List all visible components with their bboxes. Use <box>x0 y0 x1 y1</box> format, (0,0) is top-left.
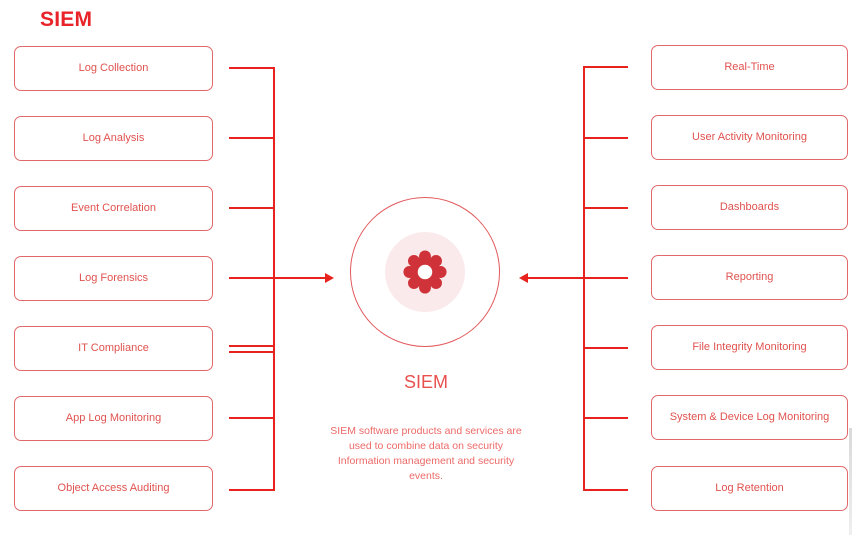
node-label: User Activity Monitoring <box>692 130 807 143</box>
right-connector-stub-2 <box>583 137 628 139</box>
left-arrow-line <box>274 277 327 279</box>
node-box-object-access-auditing[interactable]: Object Access Auditing <box>14 466 213 511</box>
right-arrow-head-icon <box>519 273 528 283</box>
node-box-it-compliance[interactable]: IT Compliance <box>14 326 213 371</box>
node-label: Log Forensics <box>78 271 149 284</box>
right-connector-stub-7 <box>583 489 628 491</box>
node-label: IT Compliance <box>78 341 149 354</box>
node-label: System & Device Log Monitoring <box>669 410 830 423</box>
left-connector-stub-6 <box>229 351 275 353</box>
left-connector-stub-2 <box>229 137 275 139</box>
left-connector-stub-3 <box>229 207 275 209</box>
left-connector-stub-7 <box>229 417 275 419</box>
scrollbar-edge[interactable] <box>849 428 852 535</box>
right-connector-stub-6 <box>583 417 628 419</box>
node-label: Event Correlation <box>71 201 156 214</box>
node-box-reporting[interactable]: Reporting <box>651 255 848 300</box>
node-box-dashboards[interactable]: Dashboards <box>651 185 848 230</box>
node-label: File Integrity Monitoring <box>692 340 807 353</box>
right-connector-stub-5 <box>583 347 628 349</box>
hub-label: SIEM <box>403 372 448 392</box>
node-box-real-time[interactable]: Real-Time <box>651 45 848 90</box>
left-connector-stub-4 <box>229 277 275 279</box>
right-connector-stub-1 <box>583 66 628 68</box>
left-connector-stub-5 <box>229 345 275 347</box>
left-connector-stub-1 <box>229 67 275 69</box>
left-connector-stub-8 <box>229 489 275 491</box>
node-box-user-activity-monitoring[interactable]: User Activity Monitoring <box>651 115 848 160</box>
node-label: Object Access Auditing <box>57 481 170 494</box>
node-box-event-correlation[interactable]: Event Correlation <box>14 186 213 231</box>
node-label: Log Collection <box>78 61 149 74</box>
hub-description: SIEM software products and services are … <box>330 425 522 482</box>
node-label: Log Retention <box>715 481 784 494</box>
node-box-app-log-monitoring[interactable]: App Log Monitoring <box>14 396 213 441</box>
node-label: Dashboards <box>719 200 780 213</box>
node-label: App Log Monitoring <box>65 411 162 424</box>
node-box-log-collection[interactable]: Log Collection <box>14 46 213 91</box>
right-connector-stub-3 <box>583 207 628 209</box>
node-box-system-device-log-monitoring[interactable]: System & Device Log Monitoring <box>651 395 848 440</box>
gear-icon <box>403 250 447 294</box>
node-label: Reporting <box>725 270 774 283</box>
page-title: SIEM <box>40 8 93 31</box>
node-label: Log Analysis <box>82 131 145 144</box>
node-box-log-analysis[interactable]: Log Analysis <box>14 116 213 161</box>
right-arrow-line <box>528 277 584 279</box>
left-arrow-head-icon <box>325 273 334 283</box>
node-label: Real-Time <box>724 60 775 73</box>
right-connector-stub-4 <box>583 277 628 279</box>
node-box-log-retention[interactable]: Log Retention <box>651 466 848 511</box>
node-box-file-integrity-monitoring[interactable]: File Integrity Monitoring <box>651 325 848 370</box>
node-box-log-forensics[interactable]: Log Forensics <box>14 256 213 301</box>
